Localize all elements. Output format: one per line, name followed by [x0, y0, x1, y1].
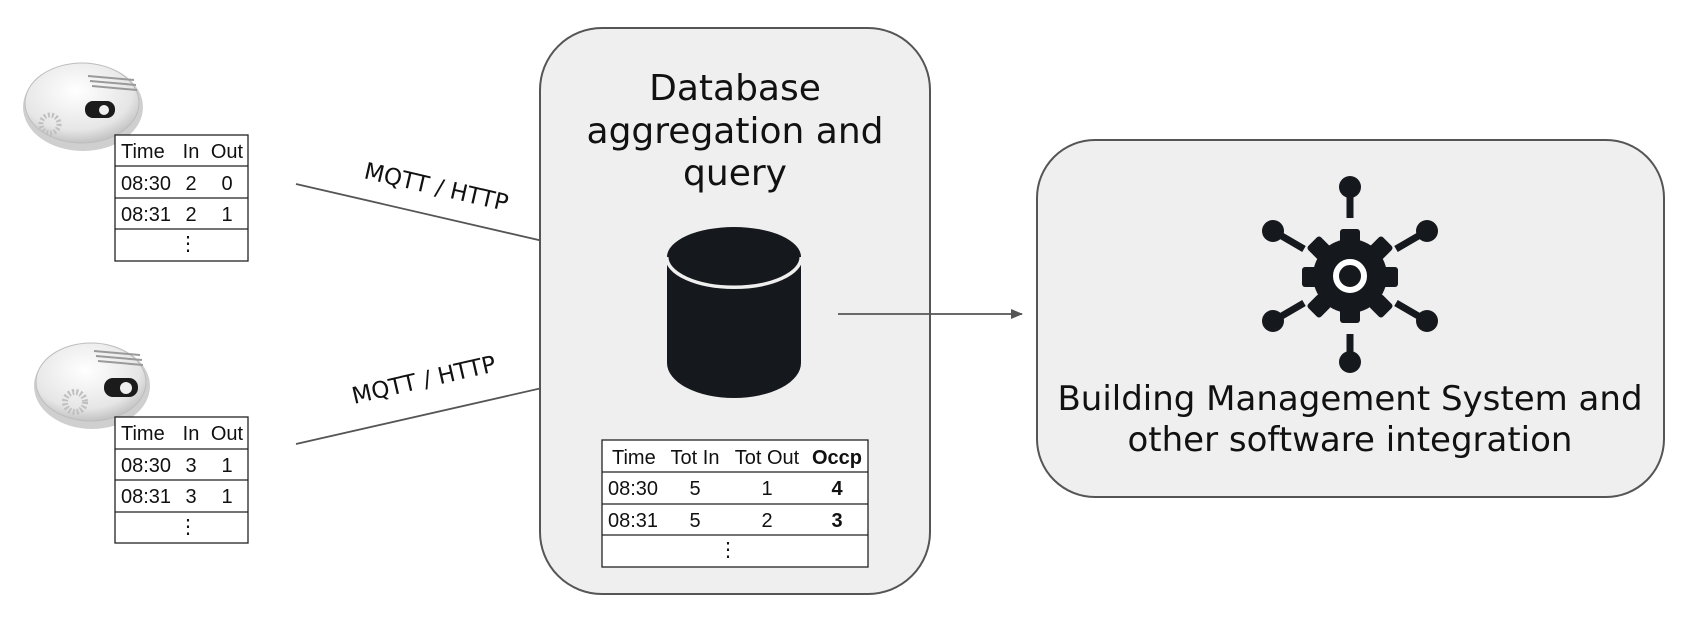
table-cell: 5	[689, 478, 700, 500]
table-header-cell: Out	[211, 141, 244, 163]
table-cell: 08:31	[608, 510, 658, 532]
bms-title-line-1: Building Management System and	[1057, 379, 1642, 419]
table-cell: 08:30	[121, 173, 171, 195]
database-panel: Database aggregation and query Time Tot …	[539, 27, 931, 595]
table-cell: 08:31	[121, 204, 171, 226]
table-ellipsis: ⋮	[178, 516, 198, 538]
bms-title-line-2: other software integration	[1128, 420, 1573, 460]
table-header-cell: Time	[612, 447, 656, 469]
database-cylinder-icon	[665, 225, 803, 398]
sensor-device-2	[34, 342, 150, 429]
table-cell: 3	[831, 510, 842, 532]
table-cell: 3	[185, 486, 196, 508]
edge-label-top: MQTT / HTTP	[362, 159, 511, 217]
table-cell: 1	[221, 486, 232, 508]
table-header-cell: Occp	[812, 447, 862, 469]
table-cell: 5	[689, 510, 700, 532]
table-cell: 08:30	[608, 478, 658, 500]
edge-label-bottom: MQTT / HTTP	[350, 351, 499, 409]
database-title-line-3: query	[683, 153, 787, 194]
table-header-cell: In	[183, 141, 200, 163]
table-ellipsis: ⋮	[718, 539, 738, 561]
sensor-table-1: Time In Out 08:30 2 0 08:31 2 1 ⋮	[114, 134, 249, 262]
table-cell: 08:30	[121, 455, 171, 477]
table-cell: 1	[761, 478, 772, 500]
table-cell: 2	[761, 510, 772, 532]
table-header-cell: Time	[121, 423, 165, 445]
table-cell: 1	[221, 204, 232, 226]
table-header-cell: Tot Out	[735, 447, 800, 469]
sensor-table-2: Time In Out 08:30 3 1 08:31 3 1 ⋮	[114, 416, 249, 544]
table-cell: 08:31	[121, 486, 171, 508]
database-title-line-1: Database	[649, 68, 821, 109]
database-table: Time Tot In Tot Out Occp 08:30 5 1 4 08:…	[601, 439, 869, 568]
table-cell: 2	[185, 173, 196, 195]
database-title-line-2: aggregation and	[587, 111, 884, 152]
table-cell: 4	[831, 478, 843, 500]
table-cell: 0	[221, 173, 232, 195]
table-cell: 2	[185, 204, 196, 226]
bms-panel: Building Management System and other sof…	[1036, 139, 1665, 498]
table-header-cell: Time	[121, 141, 165, 163]
table-cell: 3	[185, 455, 196, 477]
table-cell: 1	[221, 455, 232, 477]
table-header-cell: Tot In	[671, 447, 720, 469]
table-header-cell: In	[183, 423, 200, 445]
table-ellipsis: ⋮	[178, 233, 198, 255]
sensor-device-1	[23, 62, 143, 151]
table-header-cell: Out	[211, 423, 244, 445]
gear-network-icon	[1262, 176, 1438, 373]
